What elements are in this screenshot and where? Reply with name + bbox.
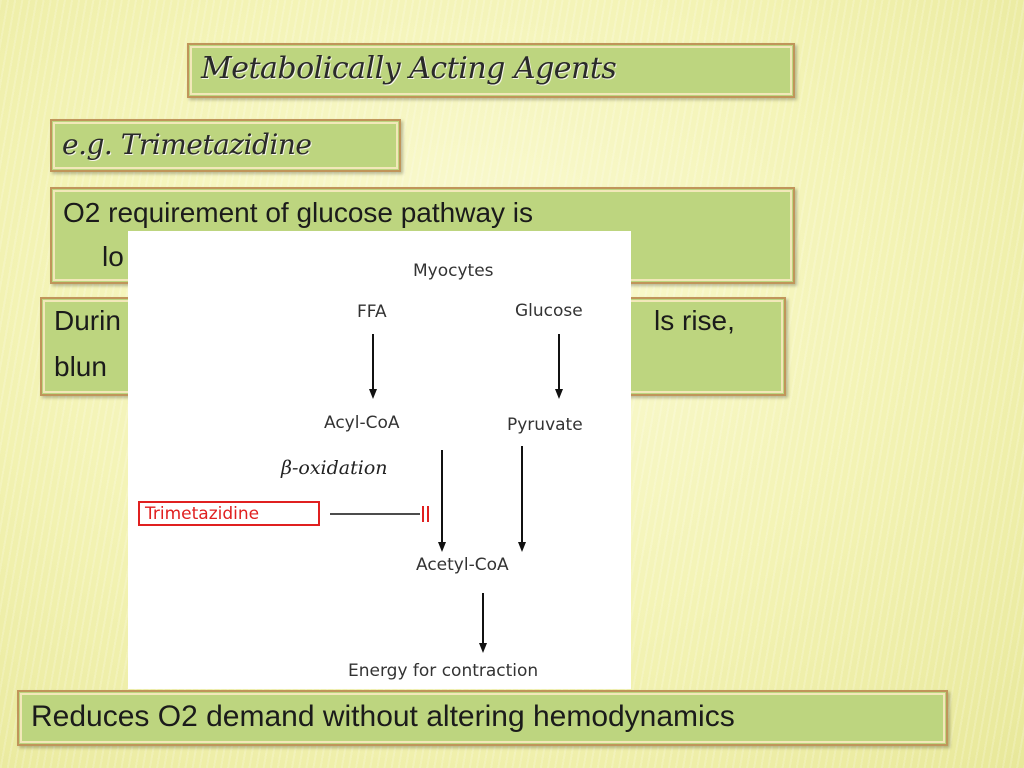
during-line1-end: ls rise, <box>654 305 735 336</box>
node-acyl-coa: Acyl-CoA <box>324 413 400 433</box>
slide-title-box: Metabolically Acting Agents <box>187 43 795 98</box>
example-text: e.g. Trimetazidine <box>62 128 312 161</box>
arrowhead-glucose <box>555 389 563 399</box>
o2-requirement-line2: lo <box>102 241 124 272</box>
during-line1-start: Durin <box>54 305 121 336</box>
arrowhead-ffa <box>369 389 377 399</box>
pathway-svg: Myocytes FFA Glucose Acyl-CoA Pyruvate β… <box>138 261 583 681</box>
o2-requirement-line1: O2 requirement of glucose pathway is <box>63 197 534 228</box>
slide-title: Metabolically Acting Agents <box>201 51 617 86</box>
example-box: e.g. Trimetazidine <box>50 119 401 172</box>
node-myocytes: Myocytes <box>413 261 494 281</box>
node-ffa: FFA <box>357 302 387 322</box>
node-trimetazidine: Trimetazidine <box>144 504 259 524</box>
node-pyruvate: Pyruvate <box>507 415 583 435</box>
trimetazidine-box <box>138 501 320 526</box>
metabolic-pathway-diagram: Myocytes FFA Glucose Acyl-CoA Pyruvate β… <box>128 231 631 689</box>
node-acetyl-coa: Acetyl-CoA <box>416 555 509 575</box>
node-glucose: Glucose <box>515 301 583 321</box>
node-energy: Energy for contraction <box>348 661 538 681</box>
reduces-o2-text: Reduces O2 demand without altering hemod… <box>31 700 735 733</box>
node-beta-oxidation: β-oxidation <box>280 457 388 479</box>
arrowhead-acetyl <box>479 643 487 653</box>
arrowhead-acyl <box>438 542 446 552</box>
reduces-o2-box: Reduces O2 demand without altering hemod… <box>17 690 948 746</box>
arrowhead-pyruvate <box>518 542 526 552</box>
during-line2: blun <box>54 351 107 382</box>
